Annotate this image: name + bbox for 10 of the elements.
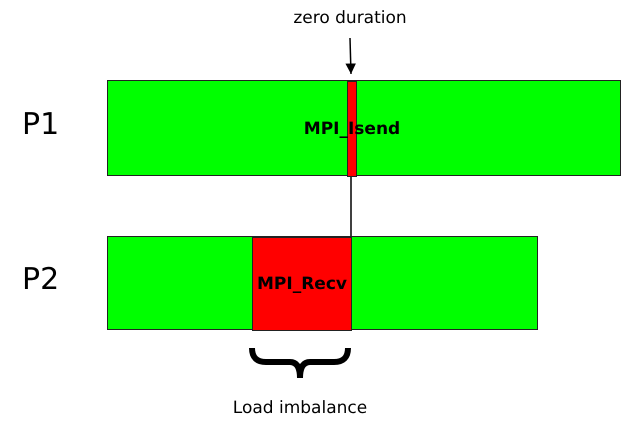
annotation-text: zero duration (290, 8, 410, 34)
recv-segment (252, 237, 352, 331)
process-label: P2 (22, 262, 60, 297)
process-bar (107, 80, 621, 176)
arrow (345, 38, 356, 74)
process-label: P1 (22, 107, 60, 142)
connector-line (350, 176, 352, 236)
process-bar (107, 236, 538, 330)
annotation-text: Load imbalance (232, 398, 368, 418)
function-label: MPI_Recv (257, 274, 347, 294)
